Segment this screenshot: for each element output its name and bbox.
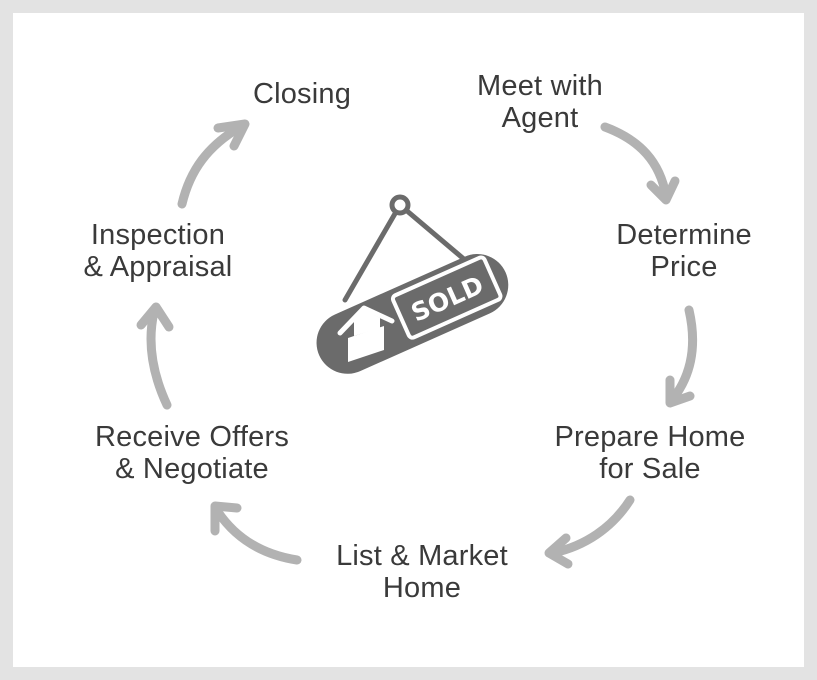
step-prepare-line1: Prepare Home: [554, 421, 746, 453]
arrow-inspection-to-closing: [177, 119, 250, 209]
step-inspection-line2: & Appraisal: [83, 251, 233, 283]
arrow-meet-to-price: [600, 122, 680, 205]
arrow-offers-to-inspection: [136, 302, 174, 410]
house-icon: [337, 305, 395, 362]
arrow-list-to-offers: [210, 501, 302, 565]
step-meet-line2: Agent: [501, 102, 579, 134]
step-inspection-line1: Inspection: [90, 219, 226, 251]
step-inspection-appraisal: Inspection & Appraisal: [38, 219, 278, 283]
step-list-market-home: List & Market Home: [302, 540, 542, 604]
step-price-line2: Price: [650, 251, 718, 283]
step-prepare-home: Prepare Home for Sale: [530, 421, 770, 485]
step-closing: Closing: [182, 78, 422, 110]
step-closing-line1: Closing: [252, 78, 352, 110]
step-price-line1: Determine: [616, 219, 752, 251]
step-determine-price: Determine Price: [564, 219, 804, 283]
step-receive-offers: Receive Offers & Negotiate: [72, 421, 312, 485]
arrow-prepare-to-list: [544, 495, 635, 569]
arrow-price-to-prepare: [665, 305, 698, 408]
step-prepare-line2: for Sale: [599, 453, 701, 485]
step-offers-line2: & Negotiate: [115, 453, 269, 485]
step-offers-line1: Receive Offers: [94, 421, 290, 453]
step-meet-with-agent: Meet with Agent: [420, 70, 660, 134]
step-meet-line1: Meet with: [477, 70, 603, 102]
sold-sign-icon: SOLD: [316, 194, 509, 374]
step-list-line1: List & Market: [336, 540, 508, 572]
step-list-line2: Home: [382, 572, 462, 604]
